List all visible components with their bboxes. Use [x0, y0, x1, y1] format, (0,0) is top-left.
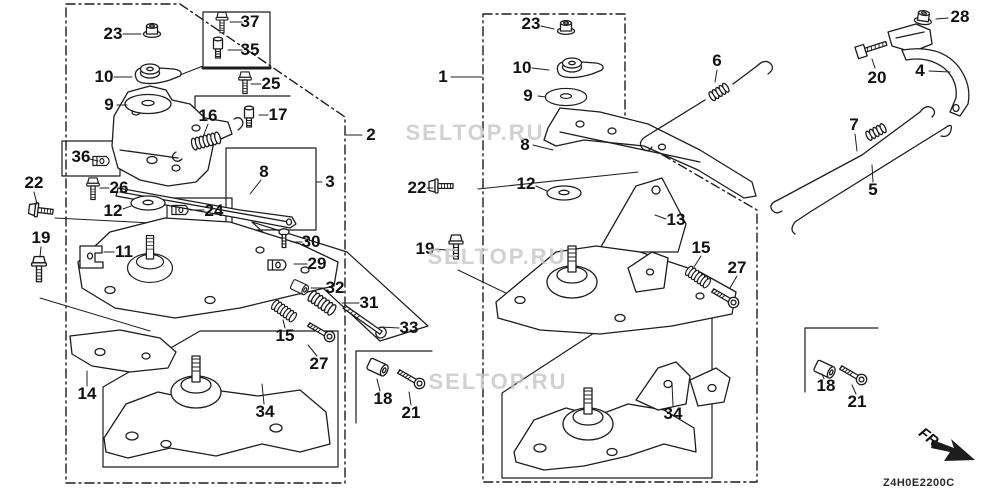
- left-mount-34-part: [103, 355, 331, 459]
- callout-leader-lines: [33, 17, 951, 407]
- right-bolt-22-part: [428, 178, 454, 194]
- right-bolt-20-part: [854, 37, 889, 60]
- right-washer-12-part: [546, 185, 582, 201]
- right-bolt-19-part: [448, 234, 464, 260]
- hardware-box-37-35: [201, 11, 272, 70]
- diagram-code: Z4H0E2200C: [883, 477, 955, 489]
- left-base-bracket-part: [77, 217, 339, 319]
- right-collar-18-part: [812, 359, 838, 380]
- right-rod-7-part: [770, 106, 936, 214]
- clip-box-36: [61, 140, 121, 177]
- right-mount-34-part: [513, 361, 731, 471]
- left-washer-12-part: [130, 195, 166, 211]
- right-washer-9-part: [544, 87, 588, 107]
- left-bolt-26-part: [86, 177, 100, 201]
- right-rod-5-part: [791, 124, 953, 235]
- left-bolt-21-part: [395, 366, 428, 392]
- left-plate-10-part: [134, 63, 182, 85]
- right-nut-23-part: [556, 20, 576, 36]
- left-bolt-22-part: [27, 201, 55, 220]
- left-clip-36-part: [92, 155, 110, 167]
- right-spring-6-part: [639, 60, 774, 152]
- fr-direction-arrow: [931, 439, 975, 461]
- right-bolt-21-part: [837, 362, 870, 388]
- left-spring-15-part: [269, 298, 299, 324]
- left-nut-23-part: [142, 23, 162, 39]
- left-spring-16-part: [171, 117, 244, 162]
- left-bracket-14-part: [69, 329, 177, 373]
- left-joint-bolt-17-part: [243, 105, 255, 128]
- right-assembly-outline-box: [482, 13, 758, 483]
- right-handle-4-part: [887, 23, 970, 117]
- left-bolt-19-part: [30, 255, 48, 283]
- left-washer-9-part: [124, 93, 172, 115]
- rod-box-3: [225, 147, 317, 231]
- right-nut-28-part: [913, 8, 934, 27]
- left-joint-bolt-35-part: [212, 36, 224, 59]
- left-assembly-outline-box: [65, 3, 346, 484]
- spring-box-left: [251, 221, 429, 342]
- right-bracket-13-part: [495, 177, 737, 335]
- left-collar-18-part: [365, 357, 391, 378]
- hardware-box-18-21-right: [804, 327, 879, 393]
- right-plate-10-part: [556, 57, 604, 79]
- left-bolt-27-part: [305, 319, 338, 345]
- right-bracket-8-part: [543, 107, 757, 199]
- hardware-box-18-21-left: [355, 350, 433, 424]
- left-clip-11-part: [79, 245, 104, 269]
- left-spring-31-part: [305, 289, 339, 317]
- left-bolt-25-part: [238, 71, 252, 95]
- left-long-bolt-33-part: [340, 301, 389, 341]
